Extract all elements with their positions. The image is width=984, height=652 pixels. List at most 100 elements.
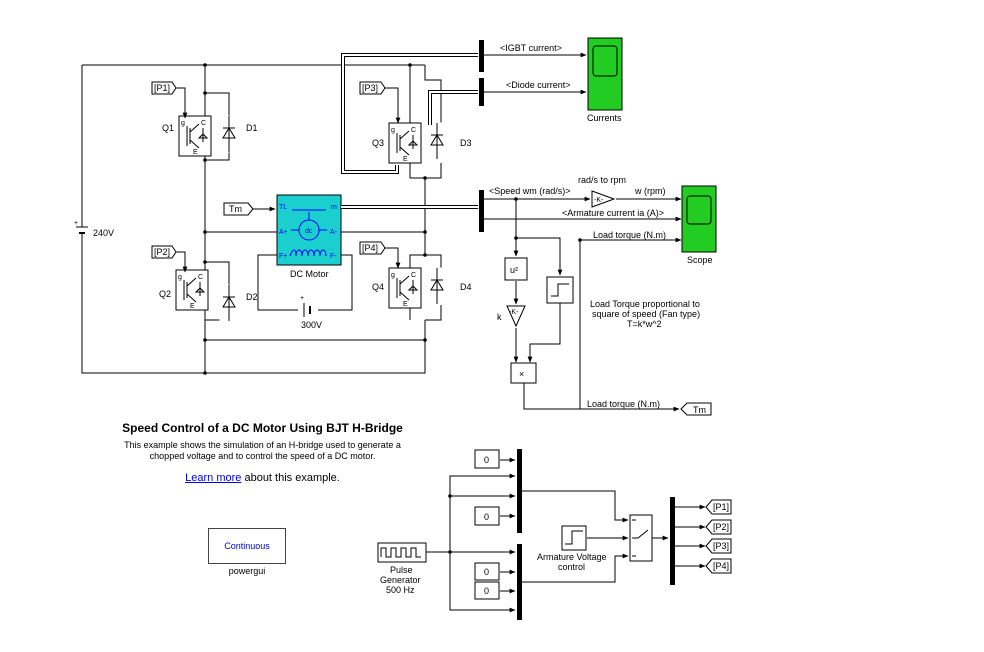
constant-value-4: 0 [484, 586, 489, 596]
goto-tag-p1: [P1] [713, 502, 729, 512]
junction-dot [448, 550, 452, 554]
square-label: u² [510, 265, 518, 275]
load-torque-signal-top: Load torque (N.m) [593, 230, 666, 240]
goto-tag-p3: [P3] [713, 541, 729, 551]
diode-d1[interactable] [219, 115, 239, 153]
gate-tags [151, 81, 386, 259]
description-line-1: This example shows the simulation of an … [124, 440, 401, 450]
junction-dot [514, 197, 518, 201]
annotation-line2: square of speed (Fan type) [592, 309, 700, 319]
motor-icon-label: dc [305, 228, 313, 235]
constant-value-2: 0 [484, 512, 489, 522]
gain-rpm-block[interactable] [591, 190, 616, 208]
pin-g-label: g [391, 127, 395, 134]
signal-lines [484, 52, 682, 412]
multiport-switch-block[interactable] [629, 514, 653, 562]
speed-signal: <Speed wm (rad/s)> [489, 186, 571, 196]
product-block[interactable] [510, 362, 537, 384]
switch-label: Q3 [372, 138, 384, 148]
svg-text:+: + [74, 220, 78, 227]
tm-from-label: Tm [229, 204, 242, 214]
pin-g-label: g [181, 120, 185, 127]
junction-dot [203, 338, 207, 342]
learn-more-link[interactable]: Learn more [185, 472, 242, 484]
junction-dot [423, 338, 427, 342]
junction-dot [203, 230, 207, 234]
constant-value-1: 0 [484, 455, 489, 465]
armature-current-signal: <Armature current ia (A)> [562, 208, 664, 218]
measurement-buses [341, 53, 478, 209]
learn-more-suffix: about this example. [241, 472, 340, 484]
pulse-label-3: 500 Hz [386, 585, 415, 595]
junction-dot [203, 158, 207, 162]
igbt-current-signal: <IGBT current> [500, 43, 562, 53]
pin-e-label: E [403, 156, 408, 163]
dc-source-300v: + 300V [298, 295, 322, 330]
goto-tags[interactable] [705, 499, 732, 574]
constant-blocks[interactable] [474, 449, 500, 600]
diode-label: D4 [460, 282, 472, 292]
from-tag-p2[interactable]: [P2] [154, 247, 170, 257]
motor-port-a-minus: A- [330, 229, 338, 236]
field-voltage-label: 300V [301, 320, 322, 330]
gain-k-block[interactable] [506, 305, 526, 328]
square-block[interactable] [504, 257, 528, 281]
pin-e-label: E [403, 301, 408, 308]
diode-d2[interactable] [219, 284, 239, 322]
currents-scope-label: Currents [587, 113, 622, 123]
tm-goto-label: Tm [693, 405, 706, 415]
product-label: × [519, 369, 524, 379]
junction-dot [203, 371, 207, 375]
dc-motor-block[interactable] [276, 194, 342, 266]
currents-scope[interactable] [587, 37, 623, 111]
pin-c-label: C [411, 272, 416, 279]
motor-port-m: m [331, 204, 337, 211]
switch-label: Q1 [162, 123, 174, 133]
rpm-signal: w (rpm) [634, 186, 666, 196]
junction-dot [448, 494, 452, 498]
from-tag-p3[interactable]: [P3] [362, 83, 378, 93]
junction-dot [423, 230, 427, 234]
step-block[interactable] [546, 276, 574, 304]
diode-d3[interactable] [427, 122, 447, 160]
junction-dot [203, 260, 207, 264]
speed-scope[interactable] [681, 185, 717, 253]
pin-c-label: C [411, 127, 416, 134]
motor-port-f-minus: F- [330, 253, 337, 260]
source-voltage-label: 240V [93, 228, 114, 238]
junction-dot [514, 236, 518, 240]
gain-k-label: k [497, 312, 502, 322]
switch-label: Q4 [372, 282, 384, 292]
from-tag-p4[interactable]: [P4] [362, 243, 378, 253]
pin-e-label: E [193, 149, 198, 156]
powergui-label: powergui [228, 566, 266, 576]
gain-rpm-value: -K- [594, 197, 604, 204]
powergui-block[interactable]: Continuous [208, 528, 286, 564]
gain-rpm-title: rad/s to rpm [578, 175, 626, 185]
motor-port-a-plus: A+ [279, 229, 288, 236]
switch-q3[interactable]: g C E [388, 122, 422, 164]
diode-d4[interactable] [427, 267, 447, 305]
armature-voltage-block[interactable] [561, 525, 587, 551]
load-torque-signal-bottom: Load torque (N.m) [587, 399, 660, 409]
diode-label: D1 [246, 123, 258, 133]
pulse-generator-block[interactable] [377, 542, 427, 563]
constant-value-3: 0 [484, 567, 489, 577]
annotation-line1: Load Torque proportional to [590, 299, 700, 309]
junction-dot [423, 176, 427, 180]
tm-from-tag[interactable] [223, 202, 254, 216]
armature-label-2: control [558, 562, 585, 572]
tm-goto-tag[interactable] [680, 402, 712, 416]
motor-port-f-plus: F+ [279, 253, 287, 260]
from-tag-p1[interactable]: [P1] [154, 83, 170, 93]
pin-g-label: g [178, 274, 182, 281]
power-wires [81, 64, 442, 374]
annotation-line3: T=k*w^2 [627, 319, 661, 329]
pin-e-label: E [190, 303, 195, 310]
description-line-2: chopped voltage and to control the speed… [149, 451, 376, 461]
diode-current-signal: <Diode current> [506, 80, 571, 90]
